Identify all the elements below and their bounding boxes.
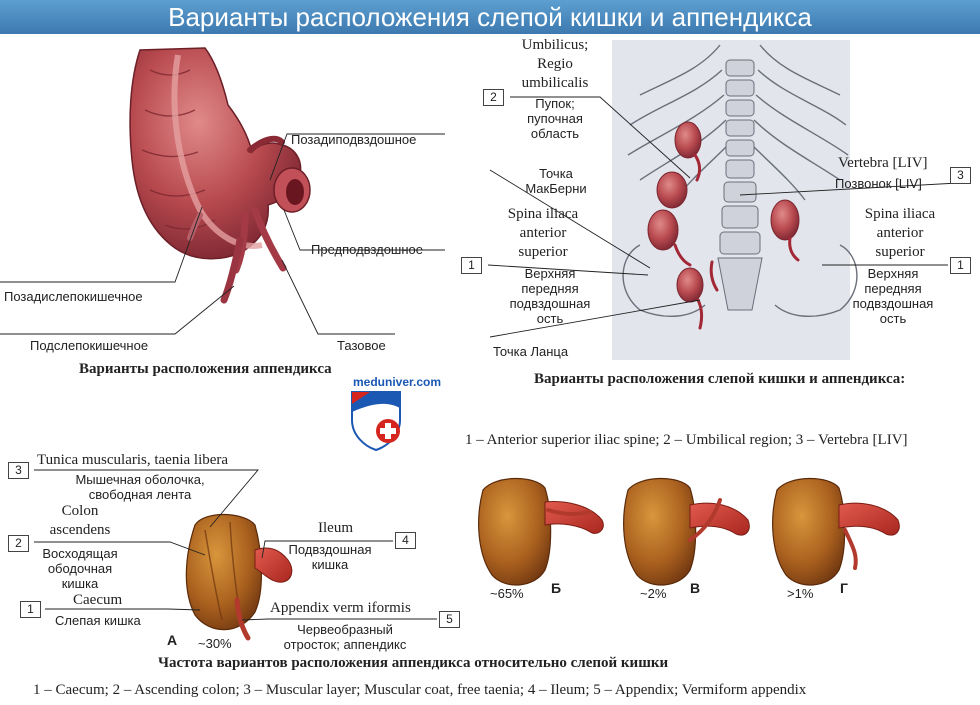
variant-v-cecum — [623, 477, 750, 586]
colon-leader-lines — [0, 133, 445, 335]
torso-leader-lines — [487, 96, 959, 338]
label-appendix-latin: Appendix verm iformis — [270, 600, 411, 616]
label-ileum-latin: Ileum — [318, 520, 353, 536]
marker-colon: 2 — [8, 535, 29, 552]
variant-b-cecum — [478, 477, 604, 586]
marker-appendix: 5 — [439, 611, 460, 628]
title-banner: Варианты расположения слепой кишки и апп… — [0, 0, 980, 34]
label-vertebra-russian: Позвонок [LIV] — [835, 176, 922, 191]
meduniver-site-label: meduniver.com — [353, 375, 442, 389]
cecum-a-illustration — [185, 513, 293, 641]
colon-illustration — [129, 47, 311, 304]
label-spina-left-russian: Верхняя передняя подвздошная ость — [509, 266, 591, 326]
meduniver-logo-icon — [351, 391, 401, 452]
variant-g-cecum — [772, 477, 900, 586]
label-retroileal: Позадиподвздошное — [291, 132, 417, 147]
legend-torso: 1 – Anterior superior iliac spine; 2 – U… — [465, 432, 908, 448]
variant-g-percent: >1% — [787, 586, 814, 601]
marker-spina-right: 1 — [950, 257, 971, 274]
label-vertebra-latin: Vertebra [LIV] — [838, 155, 928, 171]
variant-a-percent: ~30% — [198, 636, 232, 651]
cecum-variants-illustration — [478, 477, 900, 586]
marker-spina-left: 1 — [461, 257, 482, 274]
label-preileal: Предподвздошное — [311, 242, 423, 257]
label-caecum-russian: Слепая кишка — [55, 613, 141, 628]
label-subcecal: Подслепокишечное — [30, 338, 149, 353]
torso-illustration — [612, 40, 858, 360]
variant-v-percent: ~2% — [640, 586, 667, 601]
label-retrocecal: Позадислепокишечное — [4, 289, 143, 304]
cecum-leader-lines — [34, 469, 437, 621]
label-colon-latin: Colon ascendens — [49, 503, 111, 538]
variant-a-letter: А — [167, 632, 178, 648]
label-tunica-latin: Tunica muscularis, taenia libera — [37, 452, 229, 468]
label-umbilicus-russian: Пупок; пупочная область — [527, 96, 583, 141]
label-ileum-russian: Подвздошная кишка — [288, 542, 372, 572]
variant-g-letter: Г — [840, 580, 848, 596]
variant-b-letter: Б — [551, 580, 562, 596]
variant-v-letter: В — [690, 580, 701, 596]
label-caecum-latin: Caecum — [73, 592, 123, 608]
variant-b-percent: ~65% — [490, 586, 524, 601]
label-tunica-russian: Мышечная оболочка, свободная лента — [75, 472, 205, 502]
label-lanz: Точка Ланца — [493, 344, 569, 359]
caption-torso: Варианты расположения слепой кишки и апп… — [534, 371, 906, 387]
marker-vertebra: 3 — [950, 167, 971, 184]
label-mcburney: Точка МакБерни — [525, 166, 587, 196]
label-appendix-russian: Червеобразный отросток; аппендикс — [283, 622, 407, 652]
marker-caecum: 1 — [20, 601, 41, 618]
marker-tunica: 3 — [8, 462, 29, 479]
label-colon-russian: Восходящая ободочная кишка — [42, 546, 118, 591]
label-spina-left-latin: Spina iliaca anterior superior — [507, 206, 579, 260]
label-spina-right-russian: Верхняя передняя подвздошная ость — [852, 266, 934, 326]
marker-ileum: 4 — [395, 532, 416, 549]
label-umbilicus-latin: Umbilicus; Regio umbilicalis — [521, 37, 589, 91]
caption-frequency: Частота вариантов расположения аппендикс… — [158, 655, 669, 671]
page-title: Варианты расположения слепой кишки и апп… — [168, 2, 812, 32]
label-pelvic: Тазовое — [337, 338, 386, 353]
legend-cecum: 1 – Caecum; 2 – Ascending colon; 3 – Mus… — [33, 682, 807, 698]
marker-umbilicus: 2 — [483, 89, 504, 106]
caption-appendix-variants: Варианты расположения аппендикса — [79, 361, 332, 377]
label-spina-right-latin: Spina iliaca anterior superior — [864, 206, 936, 260]
